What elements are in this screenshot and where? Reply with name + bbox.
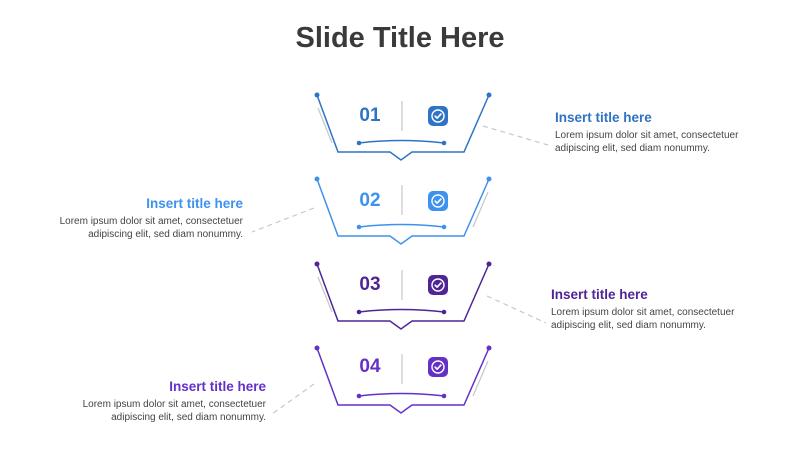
step-desc-1-line-1: Lorem ipsum dolor sit amet, consectetuer xyxy=(555,130,739,141)
inner-arc xyxy=(358,308,445,313)
step-text-2: Insert title here Lorem ipsum dolor sit … xyxy=(3,195,243,241)
inner-arc xyxy=(358,139,445,144)
inner-arc-dot-right xyxy=(441,393,447,399)
funnel-dot-right xyxy=(486,261,492,267)
step-text-1: Insert title here Lorem ipsum dolor sit … xyxy=(555,109,795,155)
step-title-3: Insert title here xyxy=(551,287,648,302)
step-desc-4: Lorem ipsum dolor sit amet, consectetuer… xyxy=(26,398,266,424)
step-number-2: 02 xyxy=(359,190,381,211)
dashed-connector xyxy=(486,295,547,324)
funnel-dot-right xyxy=(486,92,492,98)
step-desc-3: Lorem ipsum dolor sit amet, consectetuer… xyxy=(551,306,791,332)
check-icon xyxy=(428,191,448,211)
step-title-1: Insert title here xyxy=(555,110,652,125)
inner-arc-dot-right xyxy=(441,309,447,315)
dashed-connector xyxy=(271,383,315,415)
shadow-accent xyxy=(317,107,333,144)
funnel-dot-left xyxy=(314,92,320,98)
check-icon xyxy=(428,275,448,295)
inner-arc xyxy=(358,392,445,397)
funnel-outline xyxy=(316,178,490,245)
step-title-2: Insert title here xyxy=(146,196,243,211)
step-desc-4-line-2: adipiscing elit, sed diam nonummy. xyxy=(111,412,266,423)
funnel-dot-left xyxy=(314,261,320,267)
funnel-dot-right xyxy=(486,345,492,351)
step-desc-2-line-2: adipiscing elit, sed diam nonummy. xyxy=(88,229,243,240)
step-text-3: Insert title here Lorem ipsum dolor sit … xyxy=(551,286,791,332)
inner-arc-dot-left xyxy=(356,140,362,146)
inner-arc-dot-right xyxy=(441,224,447,230)
shadow-accent xyxy=(317,276,333,313)
step-desc-3-line-1: Lorem ipsum dolor sit amet, consectetuer xyxy=(551,307,735,318)
check-icon xyxy=(428,357,448,377)
check-icon xyxy=(428,106,448,126)
funnel-dot-right xyxy=(486,176,492,182)
step-desc-3-line-2: adipiscing elit, sed diam nonummy. xyxy=(551,320,706,331)
step-number-4: 04 xyxy=(359,356,381,377)
dashed-connector xyxy=(251,207,315,233)
funnel-outline xyxy=(316,263,490,330)
stage-shape-1 xyxy=(314,92,549,161)
step-number-3: 03 xyxy=(359,274,381,295)
step-desc-1: Lorem ipsum dolor sit amet, consectetuer… xyxy=(555,129,795,155)
shadow-accent xyxy=(472,191,489,228)
inner-arc-dot-left xyxy=(356,393,362,399)
inner-arc-dot-left xyxy=(356,224,362,230)
step-text-4: Insert title here Lorem ipsum dolor sit … xyxy=(26,378,266,424)
shadow-accent xyxy=(472,360,489,397)
stage-shape-4 xyxy=(271,345,492,415)
funnel-outline xyxy=(316,347,490,414)
inner-arc-dot-left xyxy=(356,309,362,315)
step-desc-1-line-2: adipiscing elit, sed diam nonummy. xyxy=(555,143,710,154)
stage-shape-2 xyxy=(251,176,492,245)
step-desc-2: Lorem ipsum dolor sit amet, consectetuer… xyxy=(3,215,243,241)
inner-arc-dot-right xyxy=(441,140,447,146)
funnel-outline xyxy=(316,94,490,161)
step-desc-4-line-1: Lorem ipsum dolor sit amet, consectetuer xyxy=(82,399,266,410)
stage-shape-3 xyxy=(314,261,547,330)
inner-arc xyxy=(358,223,445,228)
step-number-1: 01 xyxy=(359,105,381,126)
slide-title: Slide Title Here xyxy=(295,22,505,54)
dashed-connector xyxy=(482,125,549,146)
step-desc-2-line-1: Lorem ipsum dolor sit amet, consectetuer xyxy=(59,216,243,227)
step-title-4: Insert title here xyxy=(169,379,266,394)
funnel-dot-left xyxy=(314,345,320,351)
funnel-dot-left xyxy=(314,176,320,182)
